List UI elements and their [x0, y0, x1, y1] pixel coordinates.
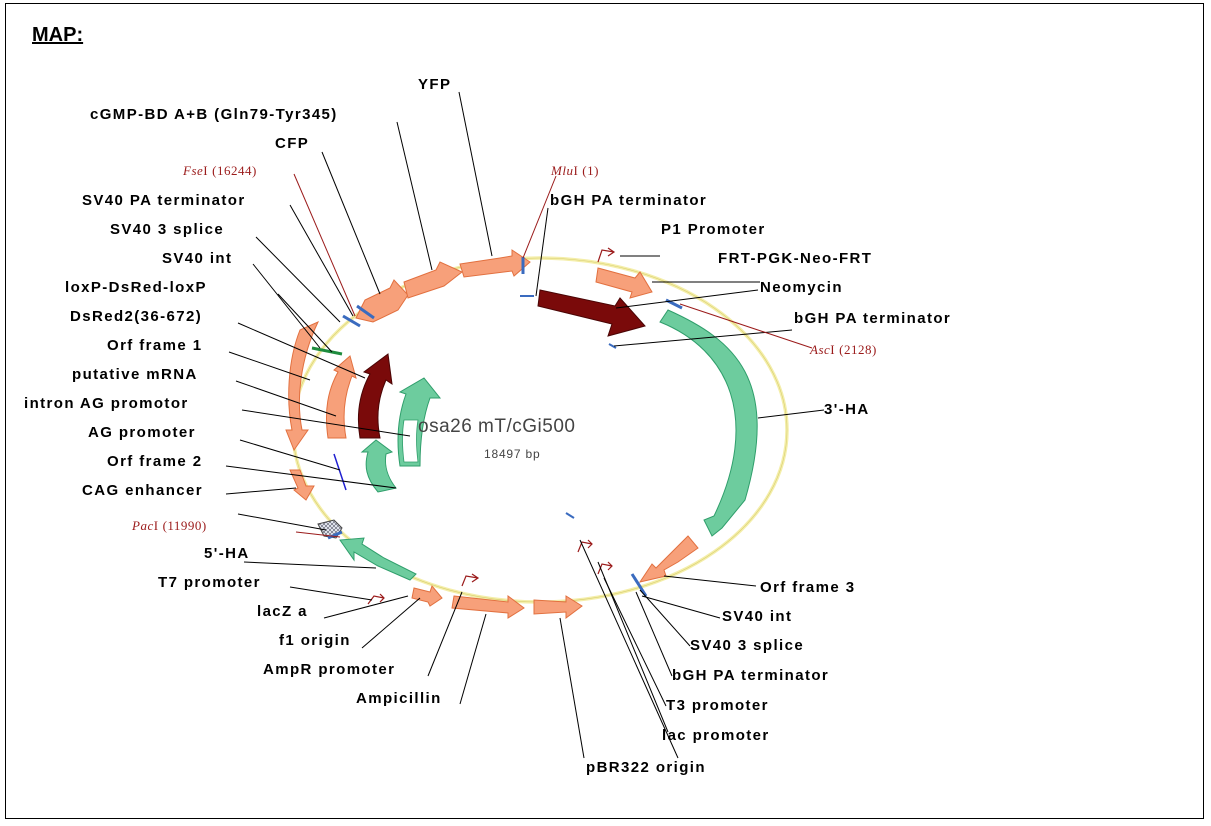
ag-marker: [333, 453, 347, 491]
label-intron-ag: intron AG promotor: [24, 395, 189, 412]
label-sv40-3splice-left: SV40 3 splice: [110, 221, 224, 238]
label-dsred2: DsRed2(36-672): [70, 308, 202, 325]
label-orf-frame2: Orf frame 2: [107, 453, 202, 470]
site-asci: AscI(2128): [809, 342, 877, 357]
f1-origin-feature: [411, 584, 443, 607]
label-orf-frame1: Orf frame 1: [107, 337, 202, 354]
label-orf-frame3: Orf frame 3: [760, 579, 855, 596]
label-ag-promoter: AG promoter: [88, 424, 196, 441]
site-fsei: FseI(16244): [182, 163, 257, 178]
label-t3-promoter: T3 promoter: [666, 697, 769, 714]
neomycin-feature: [537, 289, 646, 337]
label-cag-enhancer: CAG enhancer: [82, 482, 203, 499]
label-loxp-dsred: loxP-DsRed-loxP: [65, 279, 207, 296]
label-lac-promoter: lac promoter: [662, 727, 770, 744]
label-3ha: 3'-HA: [824, 401, 870, 418]
label-neomycin: Neomycin: [760, 279, 843, 296]
dsred-feature: [357, 353, 393, 439]
frt-pgk-neo-feature: [595, 267, 653, 299]
promoter-arrows: [367, 247, 616, 605]
label-t7-promoter: T7 promoter: [158, 574, 261, 591]
label-ampicillin: Ampicillin: [356, 690, 442, 707]
label-sv40-int-right: SV40 int: [722, 608, 792, 625]
site-paci: PacI(11990): [131, 518, 207, 533]
putative-mrna-feature: [325, 355, 357, 439]
label-pbr322: pBR322 origin: [586, 759, 706, 776]
intron-inner: [402, 419, 419, 463]
ampicillin-feature: [451, 595, 525, 619]
pbr322-feature: [533, 595, 583, 619]
ag-promoter-feature: [360, 439, 397, 493]
ha5-feature: [339, 537, 417, 581]
label-yfp: YFP: [418, 76, 451, 93]
map-title: MAP:: [32, 24, 84, 46]
label-bgh-top: bGH PA terminator: [550, 192, 707, 209]
label-sv40-3splice-right: SV40 3 splice: [690, 637, 804, 654]
label-bgh-bottom: bGH PA terminator: [672, 667, 829, 684]
label-f1-origin: f1 origin: [279, 632, 351, 649]
label-sv40-pa: SV40 PA terminator: [82, 192, 246, 209]
loxp-marker: [311, 346, 343, 356]
ha3-feature: [659, 309, 758, 537]
orf-frame3-feature: [638, 535, 699, 583]
map-frame: [5, 3, 1204, 819]
yfp-feature: [459, 249, 531, 278]
label-5ha: 5'-HA: [204, 545, 250, 562]
cfp-feature: [355, 279, 409, 323]
label-lacz: lacZ a: [257, 603, 308, 620]
label-frt-pgk-neo: FRT-PGK-Neo-FRT: [718, 250, 872, 267]
plasmid-name: osa26 mT/cGi500: [418, 416, 575, 437]
label-p1-promoter: P1 Promoter: [661, 221, 766, 238]
label-ampr-promoter: AmpR promoter: [263, 661, 395, 678]
site-leader-lines: [293, 173, 813, 538]
orf-frame2-feature: [289, 469, 315, 501]
marker-ticks: [327, 257, 683, 597]
label-cfp: CFP: [275, 135, 309, 152]
label-cgmp-bd: cGMP-BD A+B (Gln79-Tyr345): [90, 106, 338, 123]
label-sv40-int-left: SV40 int: [162, 250, 232, 267]
site-mlui: MluI(1): [550, 163, 599, 178]
label-bgh-right: bGH PA terminator: [794, 310, 951, 327]
leader-lines: [225, 91, 825, 759]
label-putative-mrna: putative mRNA: [72, 366, 198, 383]
plasmid-size: 18497 bp: [484, 447, 540, 461]
